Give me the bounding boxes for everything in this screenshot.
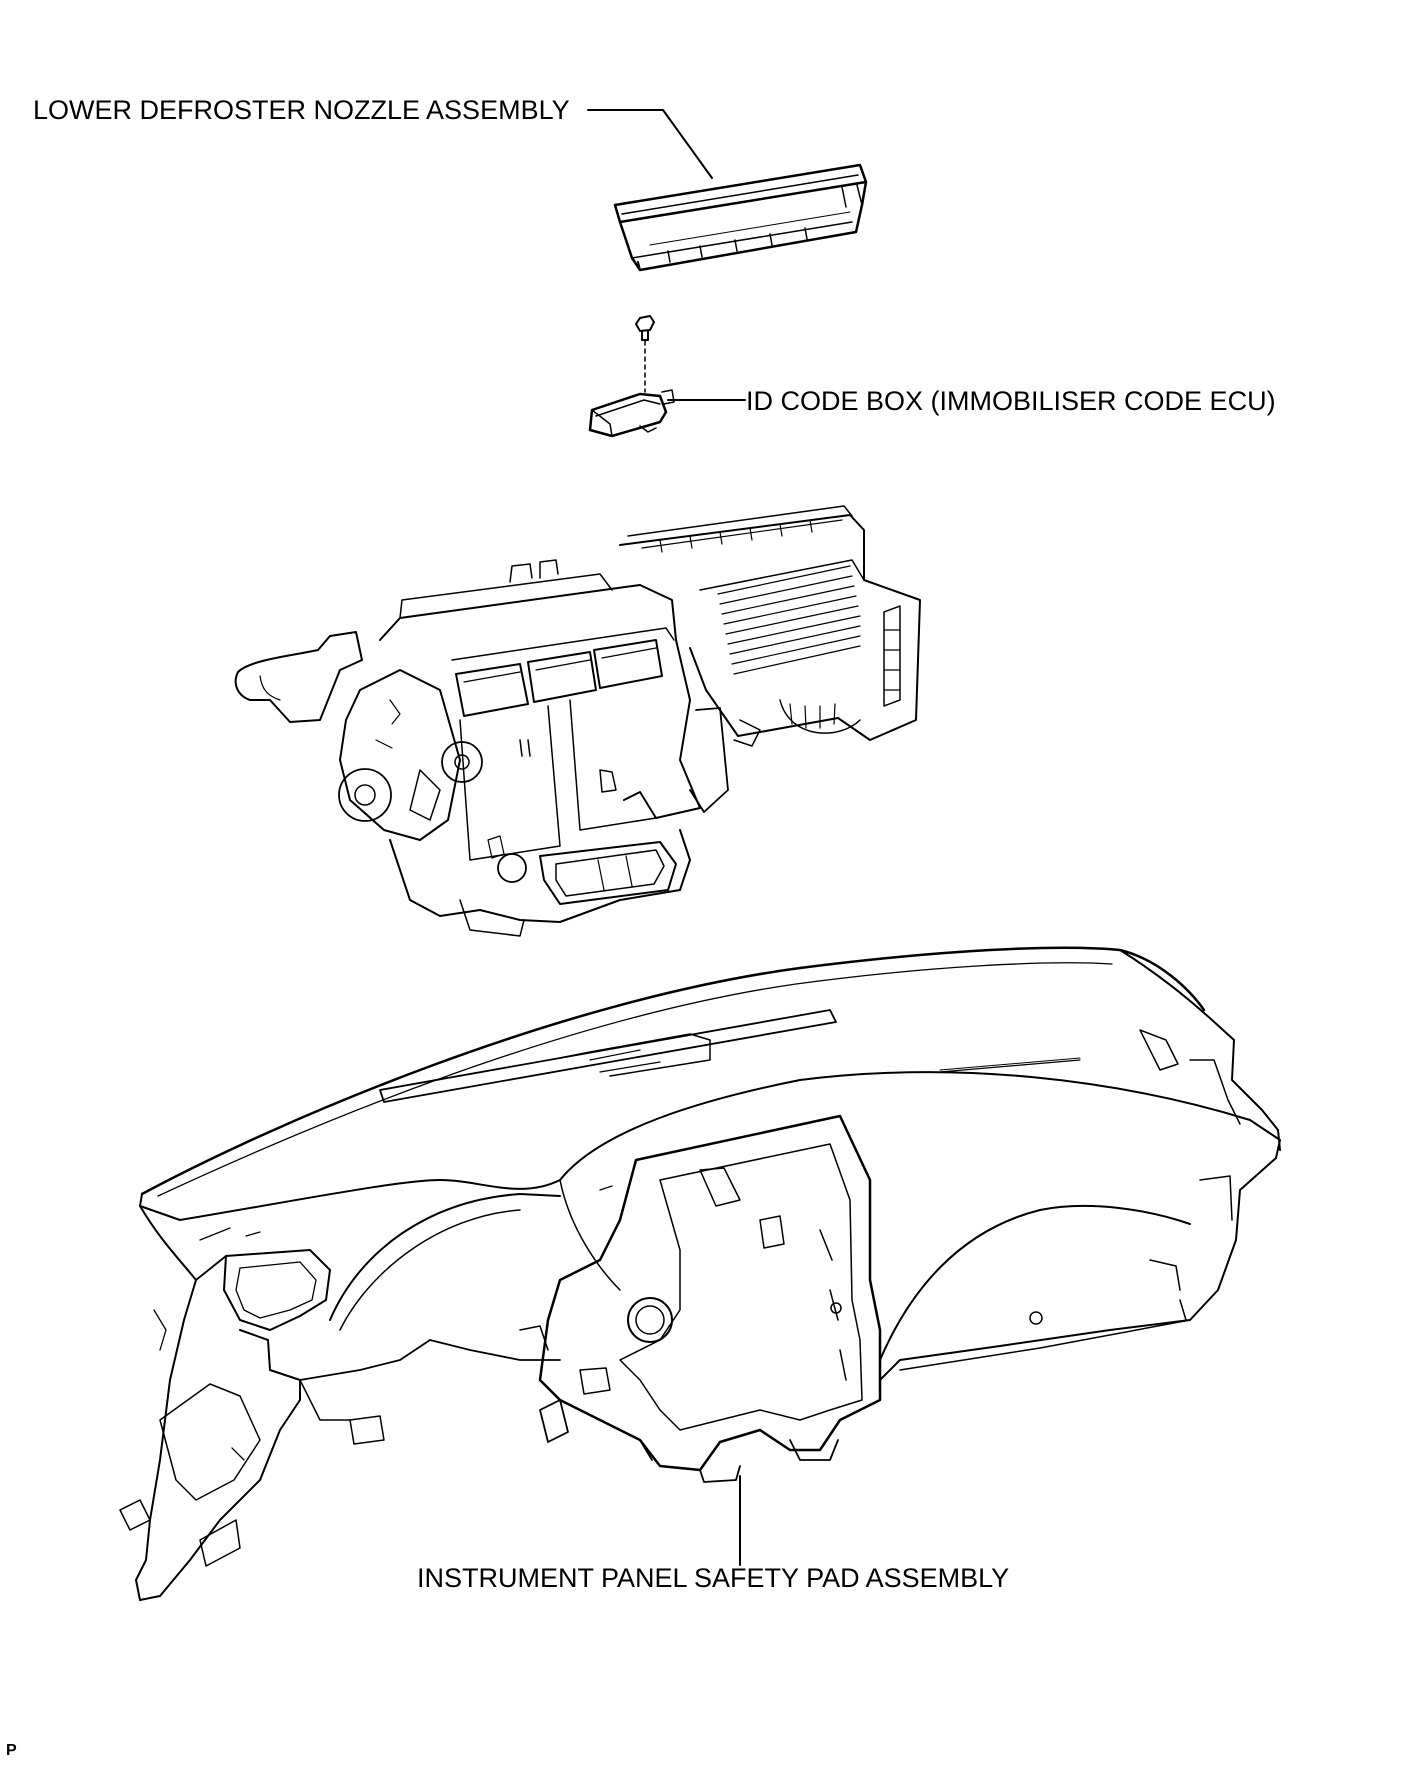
id-code-box-label: ID CODE BOX (IMMOBILISER CODE ECU) [746, 386, 1276, 416]
air-conditioning-unit-part [234, 505, 921, 937]
lower-defroster-nozzle-label: LOWER DEFROSTER NOZZLE ASSEMBLY [33, 95, 570, 125]
instrument-panel-safety-pad-label: INSTRUMENT PANEL SAFETY PAD ASSEMBLY [417, 1563, 1010, 1593]
lower-defroster-nozzle-part [587, 109, 868, 272]
screw-part [635, 315, 655, 393]
instrument-panel-safety-pad-part [119, 946, 1281, 1601]
corner-mark: P [6, 1742, 17, 1759]
id-code-box-part [588, 389, 746, 438]
